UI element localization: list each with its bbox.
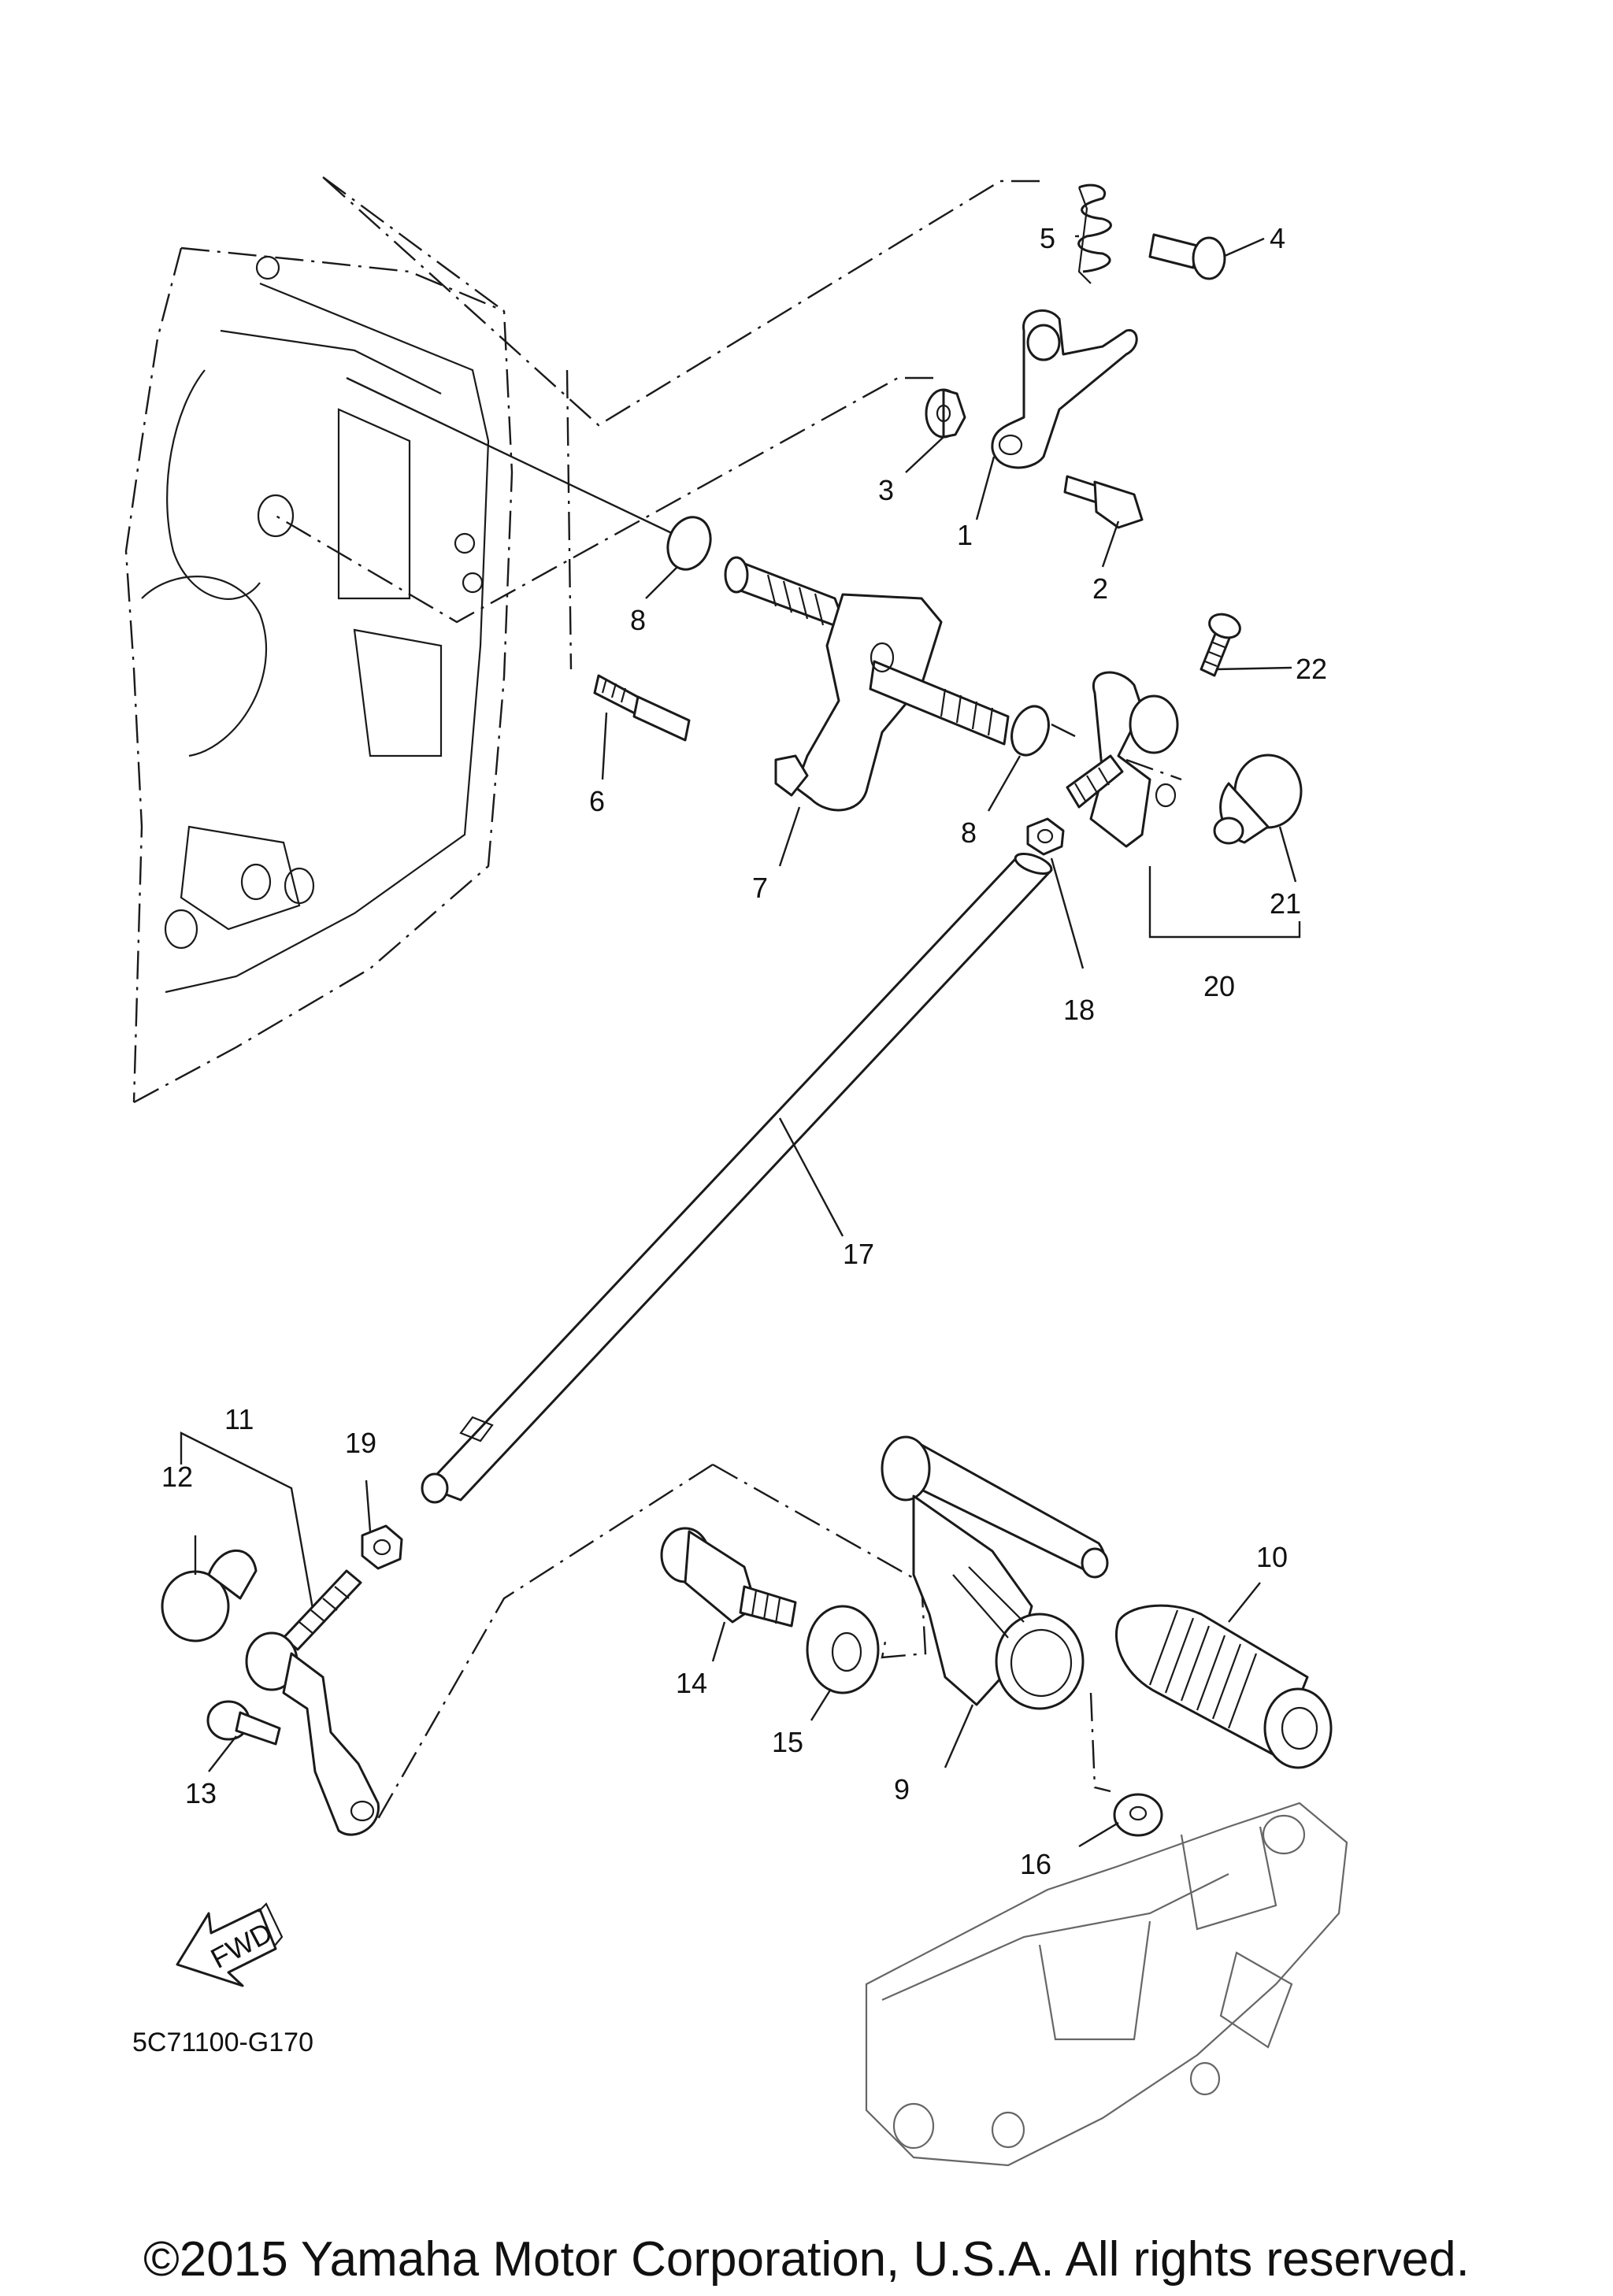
stud-part-6 [593, 674, 691, 742]
drawing-code: 5C71100-G170 [132, 2028, 313, 2057]
rod-end-part-11 [245, 1569, 380, 1836]
nut-part-19 [361, 1524, 403, 1570]
callout-8-lower: 8 [961, 817, 977, 849]
exploded-lines [180, 176, 1301, 1820]
callout-21: 21 [1270, 887, 1301, 920]
lever-part-1 [991, 309, 1138, 469]
washer-part-15 [806, 1605, 880, 1694]
footrest-bracket [865, 1802, 1348, 2167]
callout-19: 19 [345, 1427, 376, 1459]
callout-4: 4 [1270, 222, 1285, 254]
ball-joint-part-21 [1213, 754, 1303, 845]
washer-part-16 [1113, 1793, 1163, 1837]
shift-shaft-part-7 [724, 556, 1010, 812]
shift-rod-part-17 [421, 853, 1053, 1504]
washer-part-8-lower [1010, 705, 1050, 757]
crankcase [124, 176, 514, 1104]
rod-end-part-20 [1066, 671, 1179, 848]
pivot-bolt-part-14 [660, 1527, 797, 1628]
bolt-part-2 [1063, 475, 1144, 529]
bolt-part-22 [1200, 613, 1241, 677]
callout-1: 1 [957, 519, 973, 551]
washer-part-8-upper [666, 516, 712, 571]
bolt-part-13 [206, 1700, 281, 1746]
callout-8: 8 [630, 604, 646, 636]
callout-15: 15 [772, 1726, 803, 1758]
ball-joint-part-12 [161, 1549, 258, 1642]
callout-leaders [194, 235, 1297, 1848]
callout-10: 10 [1256, 1541, 1288, 1573]
callout-22: 22 [1296, 653, 1327, 685]
callout-3: 3 [878, 474, 894, 506]
callout-17: 17 [843, 1238, 874, 1270]
callout-14: 14 [676, 1667, 707, 1699]
spring-part-5 [1077, 183, 1112, 284]
collar-part-3 [925, 388, 966, 439]
callout-20: 20 [1203, 970, 1235, 1002]
callout-18: 18 [1063, 994, 1095, 1026]
callout-2: 2 [1092, 572, 1108, 605]
callout-6: 6 [589, 785, 605, 817]
pedal-grip-part-10 [1114, 1604, 1333, 1769]
shift-pedal-part-9 [881, 1435, 1109, 1710]
callout-5: 5 [1040, 222, 1055, 254]
callout-7: 7 [752, 872, 768, 904]
callout-numbers: 1 2 3 4 5 6 7 8 8 9 10 11 12 13 14 15 16… [161, 222, 1327, 1880]
callout-9: 9 [894, 1773, 910, 1805]
callout-11: 11 [224, 1403, 254, 1435]
fwd-arrow: FWD [176, 1902, 284, 1987]
callout-16: 16 [1020, 1848, 1051, 1880]
pin-part-4 [1148, 233, 1226, 280]
callout-13: 13 [185, 1777, 217, 1809]
copyright-notice: ©2015 Yamaha Motor Corporation, U.S.A. A… [143, 2232, 1470, 2287]
nut-part-18 [1026, 817, 1065, 856]
callout-12: 12 [161, 1461, 193, 1493]
